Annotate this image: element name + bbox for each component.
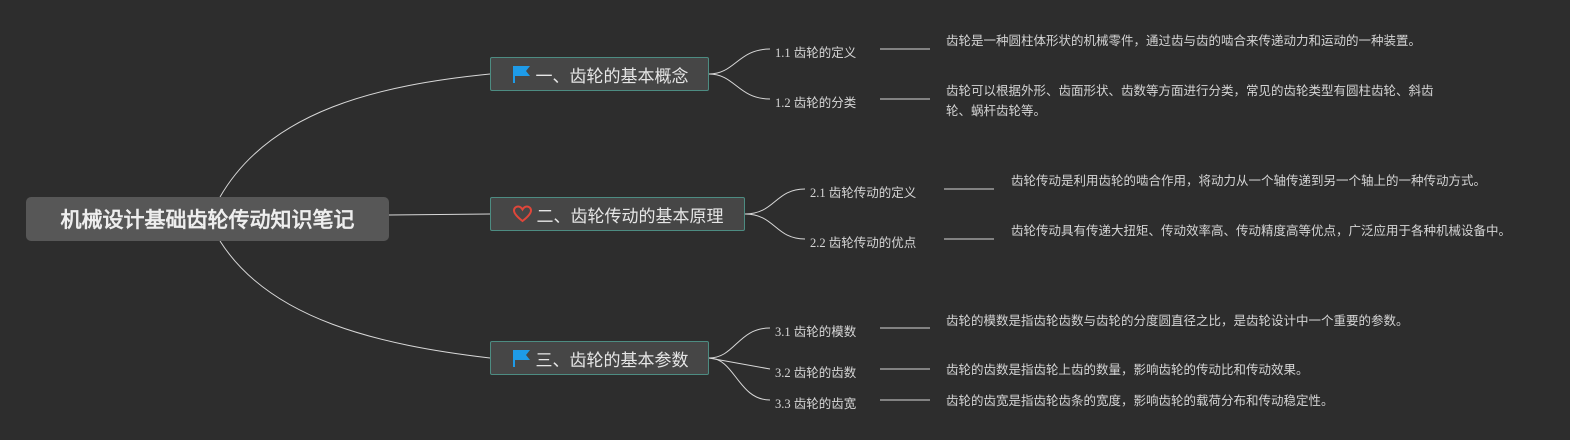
topic-2-label: 二、齿轮传动的基本原理 xyxy=(536,206,724,227)
topic-2[interactable]: 二、齿轮传动的基本原理 xyxy=(490,197,745,231)
subtopic-1-1[interactable]: 1.1 齿轮的定义 xyxy=(775,46,857,60)
subtopic-2-2[interactable]: 2.2 齿轮传动的优点 xyxy=(810,236,917,250)
subtopic-2-1[interactable]: 2.1 齿轮传动的定义 xyxy=(810,186,917,200)
subtopic-3-1[interactable]: 3.1 齿轮的模数 xyxy=(775,325,857,339)
connector-topic-3-child-2 xyxy=(708,357,771,370)
connector-topic-3-child-1 xyxy=(708,327,771,359)
flag-icon xyxy=(511,64,532,84)
topic-1[interactable]: 一、齿轮的基本概念 xyxy=(490,57,709,91)
subtopic-3-3[interactable]: 3.3 齿轮的齿宽 xyxy=(775,397,857,411)
note-3-3: 齿轮的齿宽是指齿轮齿条的宽度，影响齿轮的载荷分布和传动稳定性。 xyxy=(946,393,1334,408)
connector-topic-1-child-2 xyxy=(708,73,771,100)
note-2-1: 齿轮传动是利用齿轮的啮合作用，将动力从一个轴传递到另一个轴上的一种传动方式。 xyxy=(1011,173,1487,188)
note-1-1: 齿轮是一种圆柱体形状的机械零件，通过齿与齿的啮合来传递动力和运动的一种装置。 xyxy=(946,33,1422,48)
flag-icon xyxy=(511,348,532,368)
root-topic[interactable]: 机械设计基础齿轮传动知识笔记 xyxy=(26,197,389,241)
connector-root-topic-2 xyxy=(388,213,491,216)
connector-topic-1-child-1 xyxy=(708,48,771,75)
topic-3-label: 三、齿轮的基本参数 xyxy=(535,350,689,371)
subtopic-1-2[interactable]: 1.2 齿轮的分类 xyxy=(775,96,857,110)
note-1-2: 齿轮可以根据外形、齿面形状、齿数等方面进行分类，常见的齿轮类型有圆柱齿轮、斜齿轮… xyxy=(946,83,1434,118)
connector-root-topic-1 xyxy=(219,73,491,198)
subtopic-3-2[interactable]: 3.2 齿轮的齿数 xyxy=(775,366,857,380)
connector-topic-2-child-1 xyxy=(744,188,806,215)
note-2-2: 齿轮传动具有传递大扭矩、传动效率高、传动精度高等优点，广泛应用于各种机械设备中。 xyxy=(1011,223,1512,238)
note-3-2: 齿轮的齿数是指齿轮上齿的数量，影响齿轮的传动比和传动效果。 xyxy=(946,362,1309,377)
connector-topic-2-child-2 xyxy=(744,213,806,240)
topic-3[interactable]: 三、齿轮的基本参数 xyxy=(490,341,709,375)
heart-icon xyxy=(512,204,533,224)
connector-topic-3-child-3 xyxy=(708,357,771,401)
connector-root-topic-3 xyxy=(219,240,491,359)
note-3-1: 齿轮的模数是指齿轮齿数与齿轮的分度圆直径之比，是齿轮设计中一个重要的参数。 xyxy=(946,313,1409,328)
topic-1-label: 一、齿轮的基本概念 xyxy=(535,66,689,87)
